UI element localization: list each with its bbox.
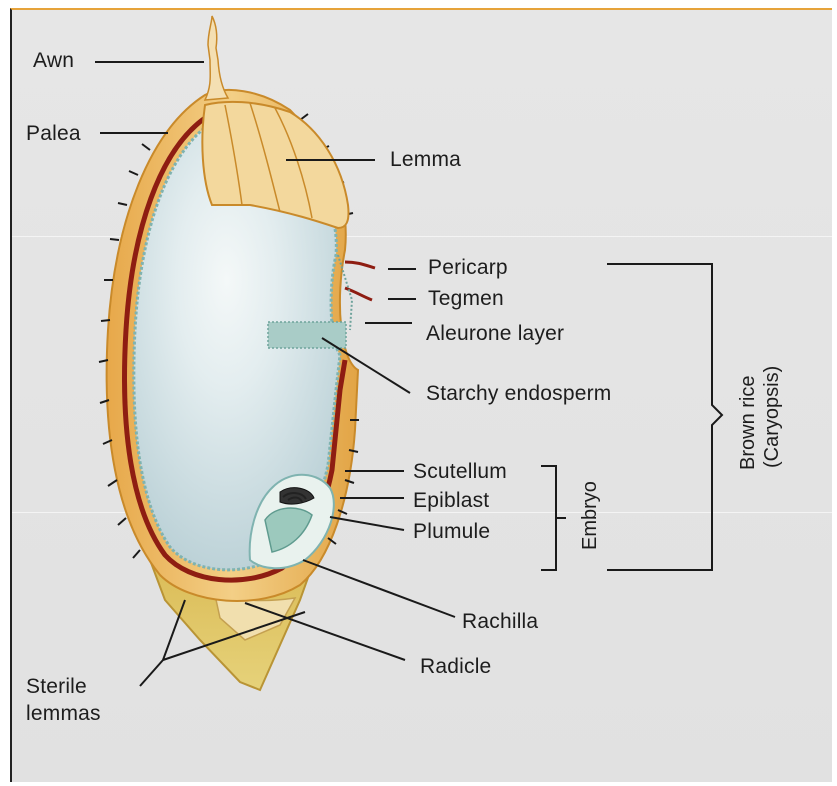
- label-lemmas: lemmas: [26, 702, 101, 726]
- brown-rice-bracket: [607, 264, 722, 570]
- label-sterile: Sterile: [26, 675, 87, 699]
- label-starchy-endosperm: Starchy endosperm: [426, 382, 612, 406]
- label-awn: Awn: [33, 49, 74, 73]
- label-embryo: Embryo: [578, 481, 602, 550]
- label-scutellum: Scutellum: [413, 460, 507, 484]
- label-aleurone-layer: Aleurone layer: [426, 322, 564, 346]
- label-caryopsis: (Caryopsis): [760, 366, 784, 468]
- label-brown-rice: Brown rice: [736, 376, 760, 470]
- label-pericarp: Pericarp: [428, 256, 508, 280]
- label-rachilla: Rachilla: [462, 610, 538, 634]
- embryo-bracket: [541, 466, 566, 570]
- label-tegmen: Tegmen: [428, 287, 504, 311]
- label-palea: Palea: [26, 122, 81, 146]
- label-lemma: Lemma: [390, 148, 461, 172]
- label-plumule: Plumule: [413, 520, 490, 544]
- awn-shape: [205, 16, 228, 100]
- rachilla-leader: [303, 560, 455, 617]
- aleurone-patch: [268, 322, 346, 348]
- label-epiblast: Epiblast: [413, 489, 489, 513]
- label-radicle: Radicle: [420, 655, 491, 679]
- plumule-leader: [330, 517, 404, 530]
